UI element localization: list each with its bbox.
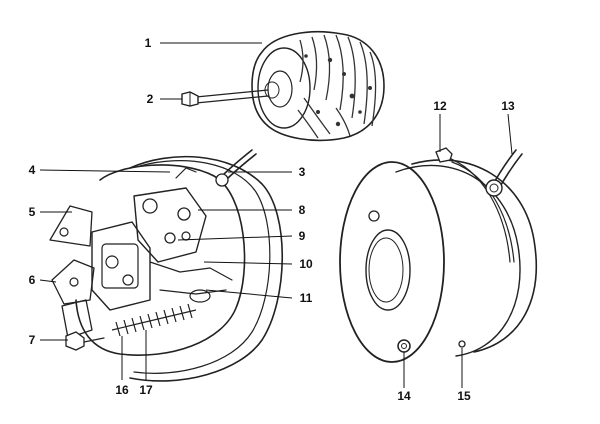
end-shield-assembly [49,149,284,382]
coil-spring [111,303,197,337]
through-bolt [397,339,411,353]
callout-11: 11 [300,291,313,305]
callout-6: 6 [29,273,36,287]
callout-3: 3 [299,165,306,179]
rotor-body [251,31,385,142]
brush-holder [91,221,151,311]
wire-lead [215,149,257,187]
rotor-shaft [195,89,269,104]
callout-2: 2 [147,92,154,106]
regulator-plate [133,167,207,263]
diode-pack [49,205,95,339]
callout-16: 16 [115,383,129,397]
callout-1: 1 [145,36,152,50]
callout-13: 13 [501,99,515,113]
callout-5: 5 [29,205,36,219]
fan-wiring [149,261,233,303]
callout-12: 12 [433,99,447,113]
callout-14: 14 [397,389,411,403]
callout-labels: 1 2 3 4 5 6 7 8 9 10 11 12 13 14 15 16 1… [29,36,515,403]
callout-10: 10 [299,257,313,271]
callout-17: 17 [139,383,153,397]
stator-housing [339,147,538,363]
callout-15: 15 [457,389,471,403]
rotor-assembly [181,31,385,142]
shaft-nut [181,91,199,107]
leader-lines [39,42,513,388]
mounting-hole [458,340,466,348]
callout-4: 4 [29,163,36,177]
terminal-bolt [65,331,105,351]
callout-8: 8 [299,203,306,217]
stator-lead [485,149,523,197]
callout-9: 9 [299,229,306,243]
callout-7: 7 [29,333,36,347]
